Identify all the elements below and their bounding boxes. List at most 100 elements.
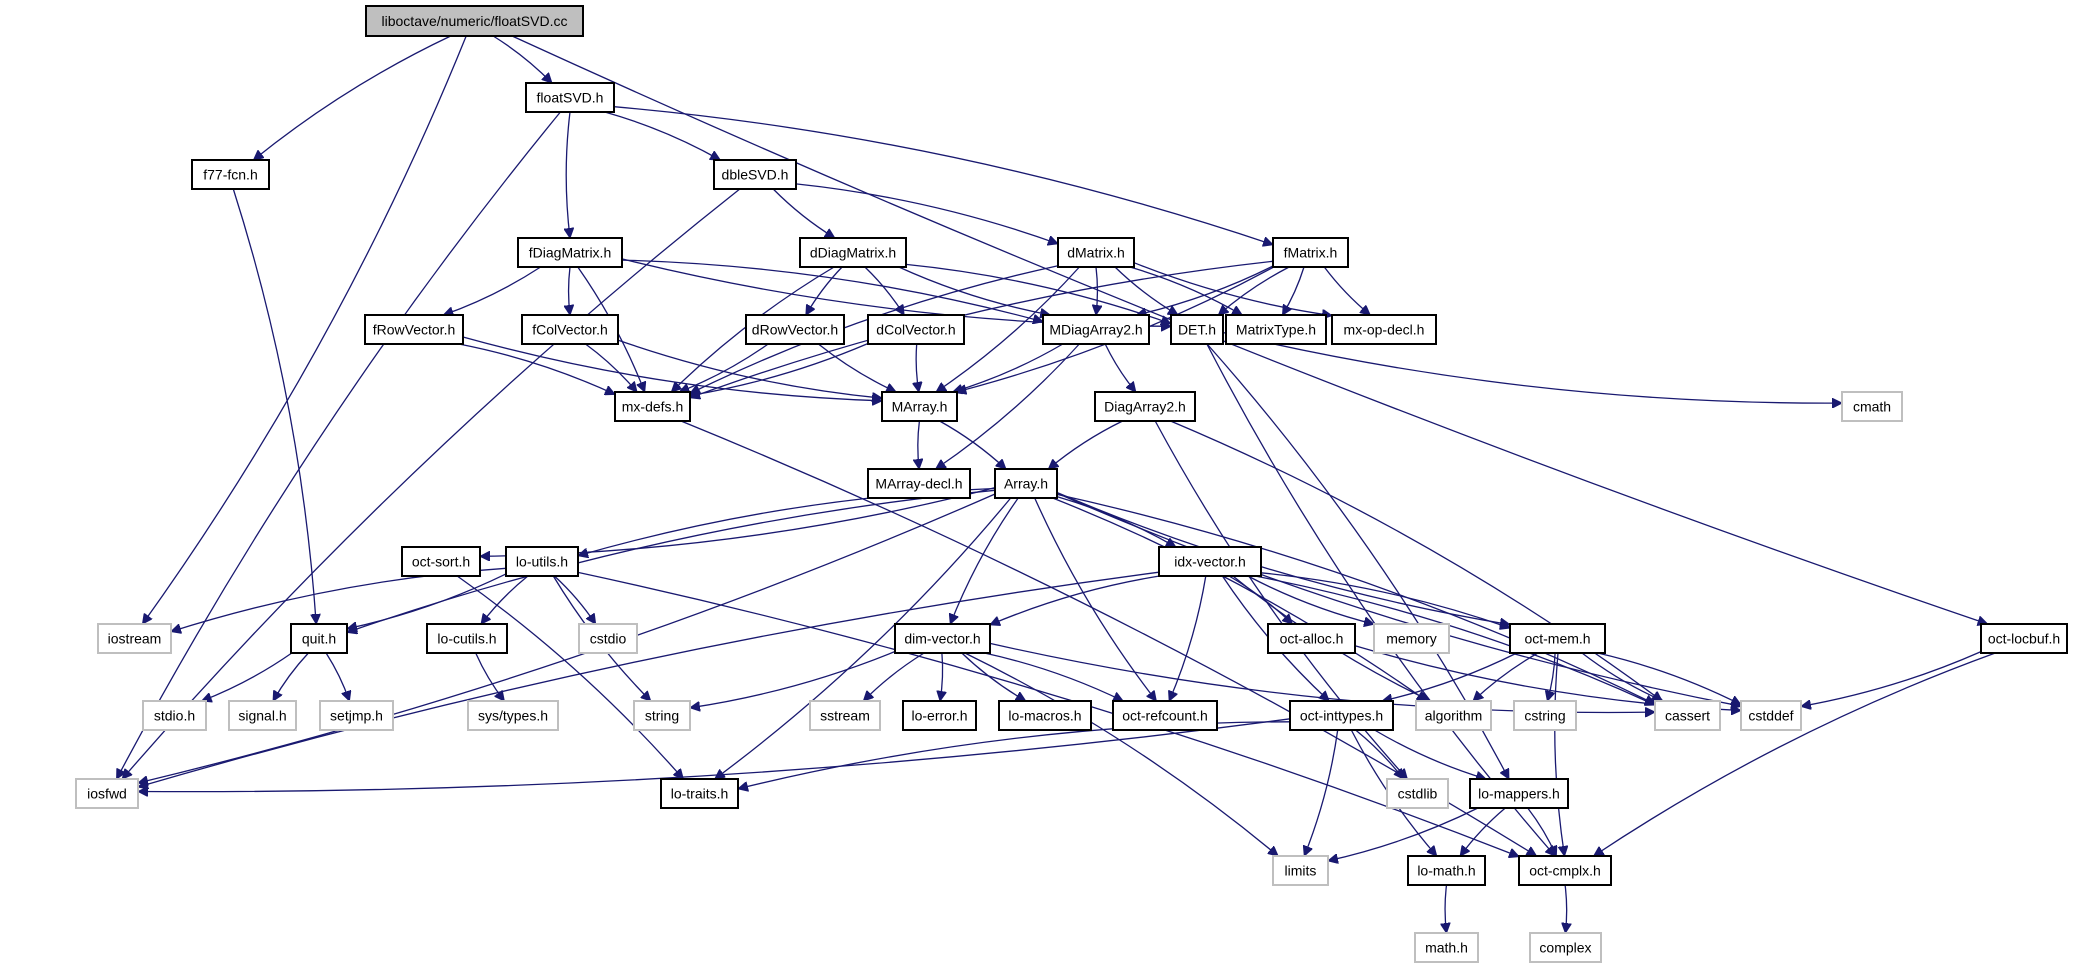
edge-MDiagArray2-to-MArray: [953, 343, 1064, 392]
node-box: [228, 700, 297, 731]
edge-dbleSVD-to-iosfwd: [122, 188, 741, 779]
node-box: [578, 623, 638, 654]
node-octsort[interactable]: oct-sort.h: [401, 546, 481, 577]
node-fRowVector[interactable]: fRowVector.h: [364, 314, 464, 345]
edge-floatSVD_h-to-iosfwd: [116, 111, 561, 779]
node-box: [1407, 855, 1486, 886]
node-octinttypes[interactable]: oct-inttypes.h: [1289, 700, 1394, 731]
node-fColVector[interactable]: fColVector.h: [521, 314, 619, 345]
edge-octsort-to-lotraits: [456, 575, 683, 779]
edge-dimvector-to-string: [690, 650, 896, 708]
node-dRowVector[interactable]: dRowVector.h: [745, 314, 845, 345]
node-floatSVD_h[interactable]: floatSVD.h: [525, 82, 615, 113]
node-idxvector[interactable]: idx-vector.h: [1158, 546, 1262, 577]
node-MDiagArray2[interactable]: MDiagArray2.h: [1042, 314, 1150, 345]
node-mxdefs[interactable]: mx-defs.h: [614, 391, 691, 422]
node-label: oct-refcount.h: [1122, 708, 1208, 724]
node-fDiagMatrix[interactable]: fDiagMatrix.h: [517, 237, 623, 268]
node-fMatrix[interactable]: fMatrix.h: [1272, 237, 1349, 268]
edge-fColVector-to-mxdefs: [585, 343, 638, 392]
node-label: fDiagMatrix.h: [529, 245, 611, 261]
node-label: Array.h: [1004, 476, 1048, 492]
edge-fMatrix-to-MatrixType: [1283, 266, 1305, 315]
edge-dDiagMatrix-to-MDiagArray2: [898, 266, 1050, 315]
edge-quit-to-stdio: [202, 652, 293, 701]
node-lomacros[interactable]: lo-macros.h: [998, 700, 1092, 731]
edge-octlocbuf-to-cstddef: [1801, 651, 1982, 707]
node-dColVector[interactable]: dColVector.h: [867, 314, 965, 345]
node-box: [1267, 623, 1356, 654]
node-label: limits: [1285, 863, 1317, 879]
node-MArray[interactable]: MArray.h: [881, 391, 958, 422]
node-octalloc[interactable]: oct-alloc.h: [1267, 623, 1356, 654]
edge-locutils-to-systypes: [475, 652, 505, 701]
node-DET[interactable]: DET.h: [1170, 314, 1224, 345]
edge-dMatrix-to-mxopdecl: [1133, 262, 1332, 316]
node-box: [97, 623, 172, 654]
node-octlocbuf[interactable]: oct-locbuf.h: [1980, 623, 2068, 654]
edge-octmem-to-octcmplx: [1554, 652, 1565, 856]
node-dbleSVD[interactable]: dbleSVD.h: [713, 159, 797, 190]
node-setjmp: setjmp.h: [319, 700, 394, 731]
edge-fDiagMatrix-to-fColVector: [569, 266, 570, 315]
node-label: algorithm: [1425, 708, 1483, 724]
node-label: lo-error.h: [911, 708, 967, 724]
node-octrefcount[interactable]: oct-refcount.h: [1112, 700, 1218, 731]
node-box: [1415, 700, 1492, 731]
edge-Array-to-octrefcount: [1034, 497, 1157, 701]
edge-octinttypes-to-iosfwd: [138, 718, 1291, 792]
node-label: oct-inttypes.h: [1300, 708, 1383, 724]
node-box: [799, 237, 907, 268]
node-MArraydecl[interactable]: MArray-decl.h: [867, 468, 971, 499]
node-label: mx-defs.h: [622, 399, 683, 415]
node-box: [998, 700, 1092, 731]
node-box: [1841, 391, 1903, 422]
node-dimvector[interactable]: dim-vector.h: [894, 623, 991, 654]
node-octmem[interactable]: oct-mem.h: [1509, 623, 1606, 654]
edge-floatSVD_h-to-fDiagMatrix: [566, 111, 570, 238]
node-locutils[interactable]: lo-cutils.h: [426, 623, 508, 654]
node-cstddef: cstddef: [1740, 700, 1802, 731]
edge-MDiagArray2-to-DiagArray2: [1104, 343, 1136, 392]
node-label: stdio.h: [154, 708, 195, 724]
edge-idxvector-to-dimvector: [990, 575, 1160, 625]
node-box: [614, 391, 691, 422]
node-box: [1980, 623, 2068, 654]
node-limits: limits: [1272, 855, 1329, 886]
node-Array[interactable]: Array.h: [994, 468, 1058, 499]
node-dDiagMatrix[interactable]: dDiagMatrix.h: [799, 237, 907, 268]
node-DiagArray2[interactable]: DiagArray2.h: [1094, 391, 1196, 422]
node-label: math.h: [1425, 940, 1468, 956]
edge-Array-to-lotraits: [715, 497, 1012, 779]
node-iosfwd: iosfwd: [75, 778, 139, 809]
edge-Array-to-iosfwd: [138, 493, 996, 783]
node-box: [867, 468, 971, 499]
node-mxopdecl[interactable]: mx-op-decl.h: [1331, 314, 1437, 345]
node-octcmplx[interactable]: oct-cmplx.h: [1518, 855, 1612, 886]
edge-dimvector-to-limits: [964, 652, 1278, 856]
node-complex: complex: [1529, 932, 1602, 963]
node-f77fcn[interactable]: f77-fcn.h: [191, 159, 270, 190]
edge-dColVector-to-mxdefs: [690, 342, 869, 396]
node-box: [894, 623, 991, 654]
node-lomappers[interactable]: lo-mappers.h: [1469, 778, 1569, 809]
node-quit[interactable]: quit.h: [290, 623, 348, 654]
edge-idxvector-to-iosfwd: [138, 571, 1160, 787]
edge-dMatrix-to-MArray: [936, 266, 1080, 392]
node-box: [1518, 855, 1612, 886]
edge-lomath-to-mathh: [1445, 884, 1446, 933]
node-lomath[interactable]: lo-math.h: [1407, 855, 1486, 886]
node-label: fRowVector.h: [373, 322, 456, 338]
node-label: f77-fcn.h: [203, 167, 257, 183]
node-MatrixType[interactable]: MatrixType.h: [1225, 314, 1327, 345]
node-loutils[interactable]: lo-utils.h: [505, 546, 579, 577]
edge-DiagArray2-to-Array: [1048, 420, 1123, 469]
node-label: oct-sort.h: [412, 554, 470, 570]
node-dMatrix[interactable]: dMatrix.h: [1057, 237, 1135, 268]
node-lotraits[interactable]: lo-traits.h: [660, 778, 739, 809]
node-box: [426, 623, 508, 654]
node-loerror[interactable]: lo-error.h: [902, 700, 977, 731]
edge-MArray-to-MArraydecl: [918, 420, 920, 469]
node-label: cstring: [1524, 708, 1565, 724]
node-floatSVD_cc[interactable]: liboctave/numeric/floatSVD.cc: [365, 5, 584, 37]
